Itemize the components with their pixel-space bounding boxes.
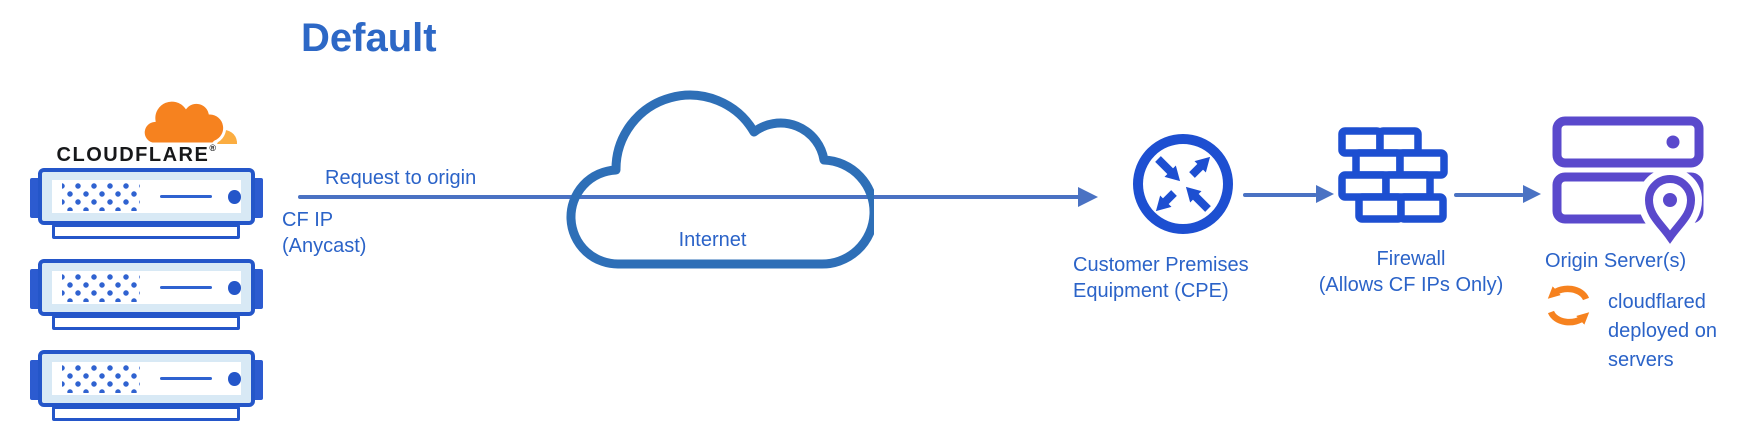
server-body: [38, 259, 255, 316]
request-to-origin-label: Request to origin: [325, 167, 477, 189]
cloudflare-server-icon: [30, 259, 263, 331]
server-body: [38, 168, 255, 225]
server-vents: [62, 364, 140, 393]
server-tray: [52, 224, 240, 239]
server-slot: [159, 195, 213, 198]
cf-ip-label-line2: (Anycast): [282, 235, 367, 257]
diagram-title: Default: [301, 16, 437, 60]
server-tray: [52, 406, 240, 421]
cloudflare-server-icon: [30, 350, 263, 422]
cloudflare-wordmark-text: CLOUDFLARE: [56, 144, 210, 166]
cloudflared-note-line3: servers: [1608, 349, 1674, 371]
firewall-label: Firewall (Allows CF IPs Only): [1296, 246, 1526, 298]
server-tray: [52, 315, 240, 330]
cloudflared-note-line1: cloudflared: [1608, 291, 1706, 313]
cloudflare-wordmark: CLOUDFLARE®: [28, 143, 246, 167]
cloudflared-note: cloudflared deployed on servers: [1608, 288, 1717, 375]
internet-label: Internet: [678, 229, 747, 251]
cloudflared-note-line2: deployed on: [1608, 320, 1717, 342]
server-led: [228, 371, 241, 386]
cpe-to-firewall-line: [1243, 193, 1317, 197]
firewall-to-origin-arrowhead-icon: [1523, 185, 1541, 203]
cf-ip-label-line1: CF IP: [282, 209, 334, 231]
request-flow-line: [298, 195, 1080, 199]
server-panel: [52, 362, 241, 395]
firewall-label-line1: Firewall: [1376, 248, 1446, 270]
cloudflare-logo-icon: [141, 98, 238, 146]
server-vents: [62, 182, 140, 211]
server-panel: [52, 180, 241, 213]
cpe-label: Customer Premises Equipment (CPE): [1073, 252, 1249, 304]
server-panel: [52, 271, 241, 304]
server-body: [38, 350, 255, 407]
internet-cloud-icon: [566, 90, 874, 269]
location-pin-icon: [1644, 175, 1696, 244]
registered-mark: ®: [209, 143, 218, 153]
firewall-icon: [1338, 127, 1448, 223]
cpe-router-icon: [1133, 134, 1233, 234]
request-flow-arrowhead-icon: [1078, 187, 1098, 207]
server-slot: [159, 377, 213, 380]
server-slot: [159, 286, 213, 289]
cpe-label-line2: Equipment (CPE): [1073, 280, 1229, 302]
cf-ip-anycast-label: CF IP (Anycast): [282, 207, 366, 259]
firewall-to-origin-line: [1454, 193, 1524, 197]
server-led: [228, 189, 241, 204]
cpe-to-firewall-arrowhead-icon: [1316, 185, 1334, 203]
origin-server-icon: [1552, 116, 1704, 246]
server-vents: [62, 273, 140, 302]
firewall-label-line2: (Allows CF IPs Only): [1318, 274, 1504, 296]
server-led: [228, 280, 241, 295]
cloudflared-sync-icon: [1547, 285, 1590, 326]
origin-server-label: Origin Server(s): [1545, 250, 1687, 272]
cpe-label-line1: Customer Premises: [1073, 254, 1249, 276]
cloudflare-server-icon: [30, 168, 263, 240]
